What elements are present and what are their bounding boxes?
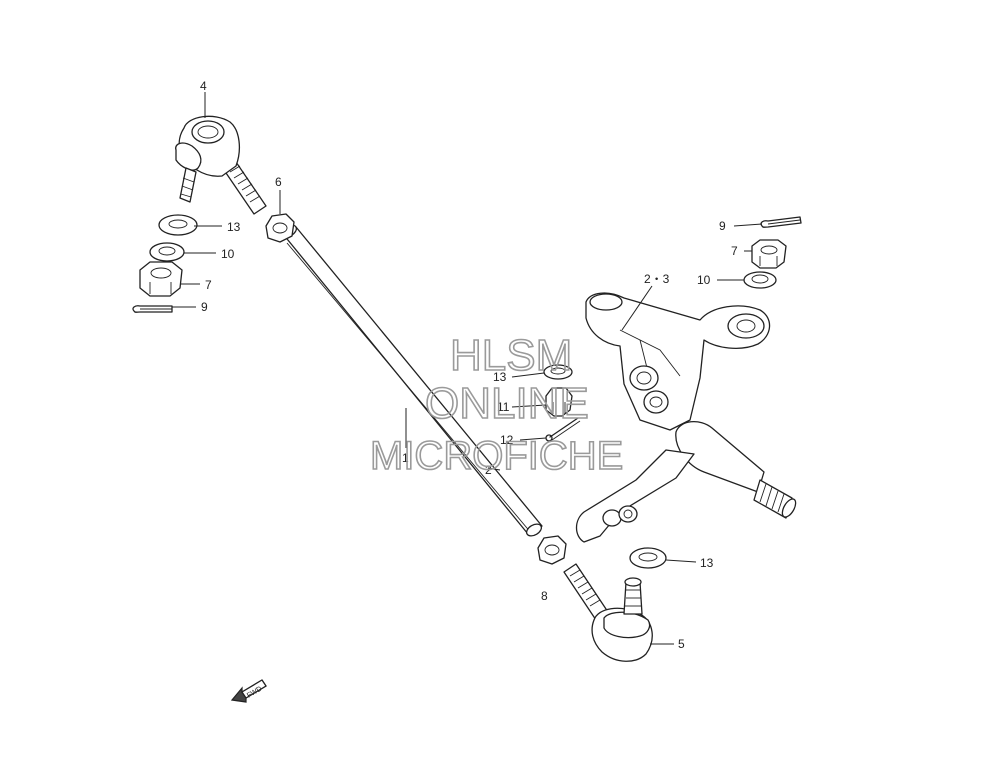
callout-2-3: 2・3 (644, 272, 670, 286)
watermark-line3: MICROFICHE (370, 434, 623, 478)
tie-rod-end-left[interactable] (175, 115, 267, 215)
callout-12: 12 (500, 433, 514, 447)
callout-labels: 4 6 13 10 7 9 1 2 2・3 9 7 10 13 11 12 13… (200, 79, 738, 651)
seal-right[interactable] (629, 547, 667, 569)
callout-4: 4 (200, 79, 207, 93)
callout-9-right: 9 (719, 219, 726, 233)
callout-6: 6 (275, 175, 282, 189)
callout-13-right: 13 (700, 556, 714, 570)
seal-left[interactable] (158, 214, 198, 236)
callout-13-left: 13 (227, 220, 241, 234)
callout-7-right: 7 (731, 244, 738, 258)
watermark: HLSM ONLINE MICROFICHE (369, 330, 624, 479)
watermark-line2: ONLINE (425, 379, 589, 428)
cotter-pin-left[interactable] (132, 305, 173, 313)
leader-lines (172, 92, 763, 645)
callout-13-mid: 13 (493, 370, 507, 384)
washer-right[interactable] (743, 271, 777, 289)
callout-5: 5 (678, 637, 685, 651)
cotter-pin-mid[interactable] (545, 417, 581, 442)
watermark-line1: HLSM (450, 331, 572, 380)
callout-11: 11 (497, 400, 510, 414)
steering-knuckle[interactable] (575, 292, 799, 543)
callout-10-left: 10 (221, 247, 235, 261)
seal-mid[interactable] (543, 364, 573, 380)
adjuster-nut-bottom[interactable] (537, 535, 567, 565)
callout-9-left: 9 (201, 300, 208, 314)
castle-nut-right[interactable] (751, 239, 787, 269)
washer-left[interactable] (149, 242, 185, 262)
callout-10-right: 10 (697, 273, 711, 287)
cotter-pin-right[interactable] (760, 216, 802, 228)
callout-2-rod: 2 (485, 463, 492, 477)
tie-rod-end-right[interactable] (563, 563, 653, 662)
nut-mid[interactable] (545, 387, 573, 417)
adjuster-nut-top[interactable] (265, 213, 295, 243)
fwd-arrow-icon: FWD (230, 679, 267, 703)
callout-1: 1 (402, 451, 409, 465)
callout-8: 8 (541, 589, 548, 603)
callout-7-left: 7 (205, 278, 212, 292)
castle-nut-left[interactable] (139, 261, 183, 297)
